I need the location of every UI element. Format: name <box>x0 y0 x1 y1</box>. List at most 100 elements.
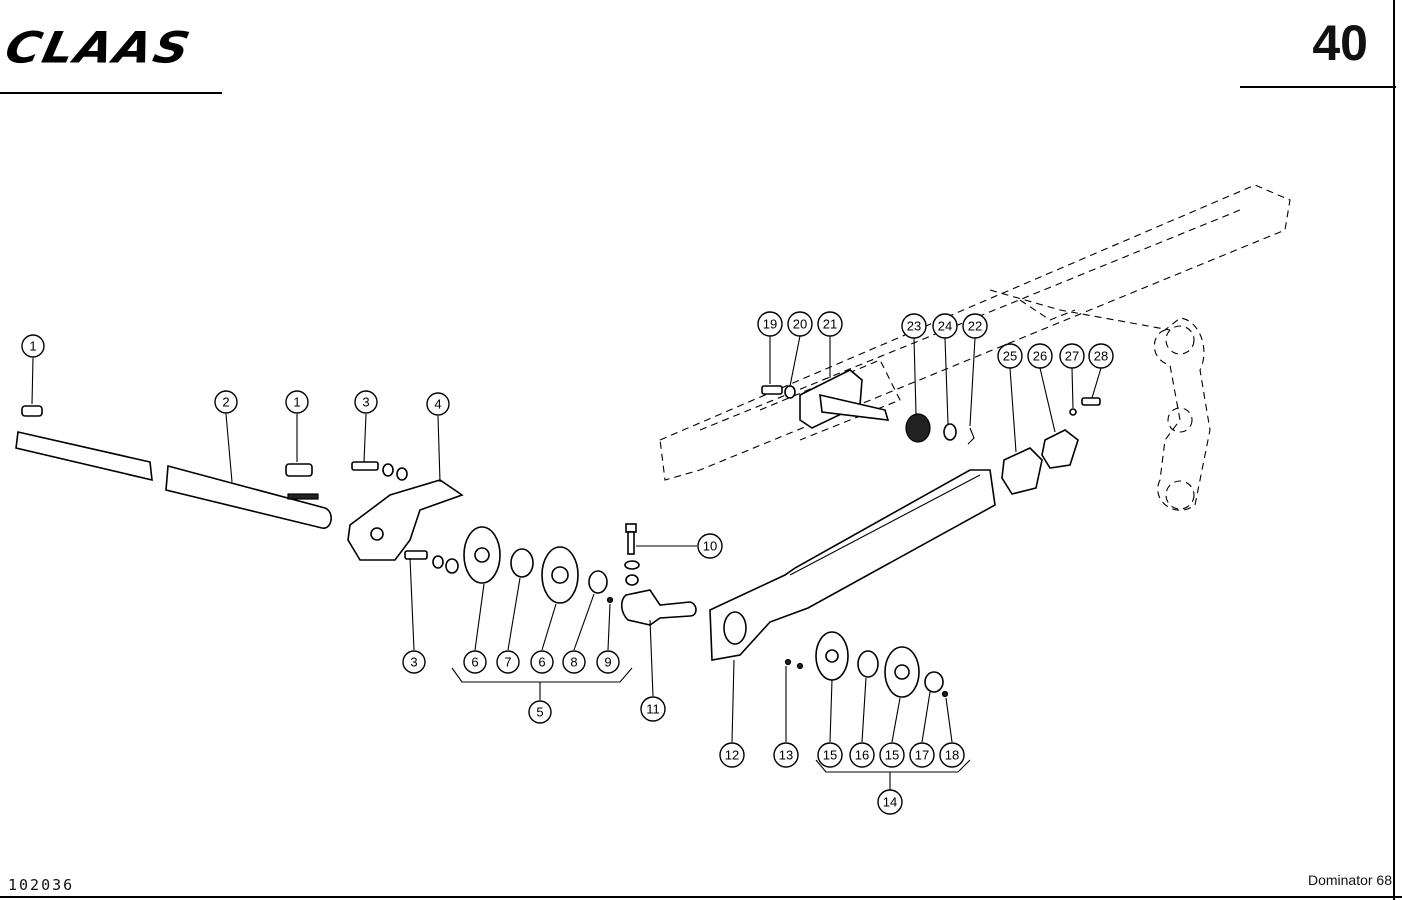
svg-text:1: 1 <box>29 339 36 354</box>
screw-part-9 <box>606 596 614 604</box>
screw-part-13 <box>784 658 792 666</box>
callout-3a: 3 <box>354 390 378 414</box>
callout-1b: 1 <box>285 390 309 414</box>
svg-text:28: 28 <box>1094 349 1108 364</box>
key-part-1a <box>21 405 43 417</box>
svg-text:7: 7 <box>504 655 511 670</box>
bearing-part-16 <box>857 650 879 678</box>
collar-part-17 <box>924 671 944 693</box>
document-id: 102036 <box>8 876 75 894</box>
callout-8: 8 <box>562 650 586 674</box>
svg-text:3: 3 <box>410 655 417 670</box>
logo-underline <box>0 92 222 94</box>
svg-text:6: 6 <box>471 655 478 670</box>
callout-13: 13 <box>773 742 799 768</box>
callout-6b: 6 <box>530 650 554 674</box>
callout-21: 21 <box>817 311 843 337</box>
callout-6a: 6 <box>463 650 487 674</box>
collar-part-8 <box>588 570 608 594</box>
svg-text:19: 19 <box>763 317 777 332</box>
callout-15a: 15 <box>817 742 843 768</box>
callout-26: 26 <box>1027 343 1053 369</box>
svg-text:9: 9 <box>604 655 611 670</box>
svg-text:6: 6 <box>538 655 545 670</box>
svg-text:16: 16 <box>855 748 869 763</box>
bolt-part-19 <box>761 385 783 395</box>
arm-hole <box>723 611 747 645</box>
svg-text:5: 5 <box>536 705 543 720</box>
callout-4: 4 <box>426 392 450 416</box>
callout-28: 28 <box>1088 343 1114 369</box>
model-name: Dominator 68 <box>1307 872 1392 888</box>
bearing-half-part-25 <box>1001 447 1043 495</box>
bolt-set-part-3-upper <box>351 461 408 481</box>
svg-text:24: 24 <box>938 319 952 334</box>
right-border <box>1393 0 1395 900</box>
bolt-part-28 <box>1081 397 1101 406</box>
callout-5: 5 <box>528 700 552 724</box>
callout-25: 25 <box>997 343 1023 369</box>
washer-part-27 <box>1069 408 1077 416</box>
drive-link-arm <box>1153 317 1211 511</box>
callout-1a: 1 <box>21 334 45 358</box>
svg-text:15: 15 <box>823 748 837 763</box>
page-number: 40 <box>1312 15 1368 71</box>
stub-axle <box>819 393 890 421</box>
svg-text:13: 13 <box>779 748 793 763</box>
callout-14: 14 <box>877 789 903 815</box>
svg-text:1: 1 <box>293 395 300 410</box>
callout-24: 24 <box>932 313 958 339</box>
svg-text:4: 4 <box>434 397 441 412</box>
callout-19: 19 <box>757 311 783 337</box>
callout-18: 18 <box>939 742 965 768</box>
callout-22: 22 <box>962 313 988 339</box>
bearing-half-part-26 <box>1041 429 1079 469</box>
svg-text:18: 18 <box>945 748 959 763</box>
bolt-part-10 <box>624 523 640 586</box>
bracket-hole <box>370 527 384 541</box>
key-part-1b <box>285 463 313 477</box>
leader-lines <box>31 335 1102 790</box>
svg-text:3: 3 <box>362 395 369 410</box>
callout-10: 10 <box>697 533 723 559</box>
shaft-part-2 <box>165 464 332 529</box>
svg-text:20: 20 <box>793 317 807 332</box>
svg-text:12: 12 <box>725 748 739 763</box>
callout-12: 12 <box>719 742 745 768</box>
page-number-underline <box>1240 86 1396 88</box>
ring-part-24 <box>943 423 957 441</box>
bracket-part-4 <box>347 479 464 561</box>
svg-text:21: 21 <box>823 317 837 332</box>
pin-part-22 <box>967 427 975 445</box>
shaft-left-section <box>15 431 153 482</box>
callout-15b: 15 <box>879 742 905 768</box>
bearing-part-7 <box>510 548 534 578</box>
bolt-set-part-3-lower <box>404 550 459 574</box>
callout-9: 9 <box>596 650 620 674</box>
callout-16: 16 <box>849 742 875 768</box>
callout-17: 17 <box>909 742 935 768</box>
callout-7: 7 <box>496 650 520 674</box>
svg-text:8: 8 <box>570 655 577 670</box>
screw-part-18 <box>941 690 949 698</box>
washer-part-20 <box>784 385 796 399</box>
svg-text:10: 10 <box>703 539 717 554</box>
svg-text:25: 25 <box>1003 349 1017 364</box>
svg-text:17: 17 <box>915 748 929 763</box>
bottom-border <box>0 896 1402 898</box>
svg-text:22: 22 <box>968 319 982 334</box>
callout-11: 11 <box>640 696 666 722</box>
svg-text:23: 23 <box>907 319 921 334</box>
svg-text:14: 14 <box>883 795 897 810</box>
svg-text:26: 26 <box>1033 349 1047 364</box>
elbow-part-11 <box>620 589 697 626</box>
callout-2: 2 <box>214 390 238 414</box>
callout-20: 20 <box>787 311 813 337</box>
svg-text:11: 11 <box>646 702 660 717</box>
callout-27: 27 <box>1059 343 1085 369</box>
svg-text:15: 15 <box>885 748 899 763</box>
shaft-keyway <box>287 493 319 500</box>
bushing-part-23 <box>905 413 931 443</box>
callout-23: 23 <box>901 313 927 339</box>
